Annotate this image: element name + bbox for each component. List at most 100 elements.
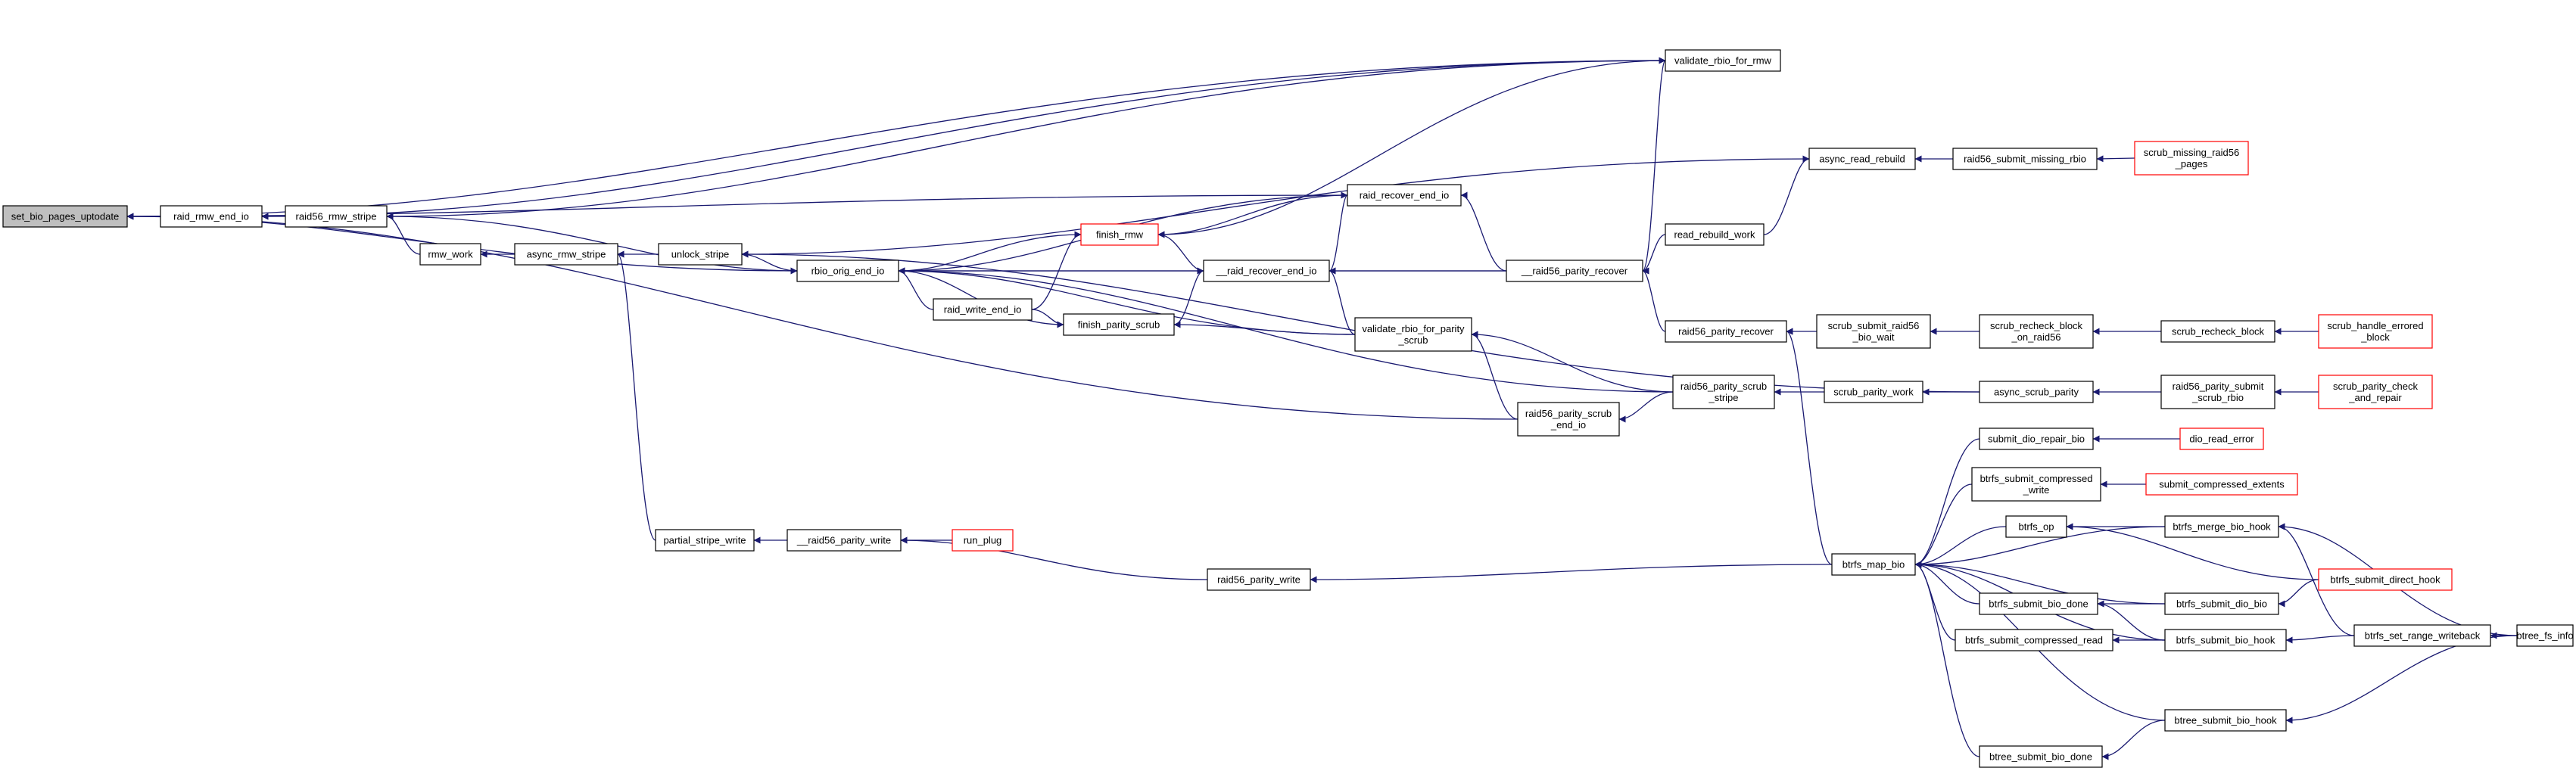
node-read-rebuild-work[interactable]: read_rebuild_work — [1665, 223, 1765, 246]
node-raid56-parity-recover[interactable]: raid56_parity_recover — [1665, 320, 1787, 343]
node-validate-rbio-for-parity-scrub[interactable]: validate_rbio_for_parity_scrub — [1354, 317, 1472, 352]
node-box — [419, 243, 481, 266]
node-box — [160, 205, 263, 228]
node-box — [1665, 320, 1787, 343]
node-submit-dio-repair-bio[interactable]: submit_dio_repair_bio — [1979, 427, 2094, 450]
node-box — [2318, 568, 2453, 591]
node-scrub-missing-raid56-pages[interactable]: scrub_missing_raid56_pages — [2134, 141, 2249, 176]
node-btree-submit-bio-hook[interactable]: btree_submit_bio_hook — [2164, 709, 2287, 732]
node-box — [285, 205, 388, 228]
node-validate-rbio-for-rmw[interactable]: validate_rbio_for_rmw — [1665, 49, 1781, 72]
node-btrfs-submit-dio-bio[interactable]: btrfs_submit_dio_bio — [2164, 592, 2279, 615]
node-btrfs-set-range-writeback[interactable]: btrfs_set_range_writeback — [2353, 624, 2491, 647]
edge — [1173, 321, 1356, 335]
node-label: set_bio_pages_uptodate — [11, 211, 119, 222]
edge — [1763, 155, 1810, 235]
node-label: raid56_parity_scrub — [1680, 381, 1767, 392]
node-rbio-orig-end-io[interactable]: rbio_orig_end_io — [796, 260, 899, 282]
node-raid56-parity-recover[interactable]: __raid56_parity_recover — [1506, 260, 1643, 282]
edge — [1310, 564, 1833, 583]
node-box — [2160, 375, 2275, 409]
node-raid-write-end-io[interactable]: raid_write_end_io — [933, 298, 1033, 321]
node-label: raid56_parity_recover — [1678, 326, 1774, 337]
node-btrfs-submit-bio-done[interactable]: btrfs_submit_bio_done — [1979, 592, 2098, 615]
node-scrub-submit-raid56-bio-wait[interactable]: scrub_submit_raid56_bio_wait — [1816, 314, 1931, 349]
node-label: raid56_submit_missing_rbio — [1964, 154, 2086, 165]
node-btrfs-submit-direct-hook[interactable]: btrfs_submit_direct_hook — [2318, 568, 2453, 591]
node-finish-parity-scrub[interactable]: finish_parity_scrub — [1063, 313, 1175, 336]
node-label: scrub_recheck_block — [1990, 320, 2083, 331]
node-scrub-parity-work[interactable]: scrub_parity_work — [1824, 381, 1923, 403]
node-box — [1672, 375, 1775, 409]
node-run-plug[interactable]: run_plug — [952, 529, 1014, 552]
node-label: _write — [2023, 484, 2050, 496]
node-raid56-parity-write[interactable]: __raid56_parity_write — [787, 529, 902, 552]
node-raid56-parity-write[interactable]: raid56_parity_write — [1207, 568, 1311, 591]
node-label: _block — [2360, 331, 2390, 343]
node-raid56-submit-missing-rbio[interactable]: raid56_submit_missing_rbio — [1952, 148, 2098, 170]
node-box — [1203, 260, 1330, 282]
node-label: read_rebuild_work — [1674, 229, 1755, 241]
node-label: raid56_parity_scrub — [1525, 408, 1612, 419]
edge-line — [1914, 526, 2007, 568]
edge — [2097, 600, 2166, 641]
node-btrfs-submit-bio-hook[interactable]: btrfs_submit_bio_hook — [2164, 629, 2287, 651]
node-scrub-recheck-block-on-raid56[interactable]: scrub_recheck_block_on_raid56 — [1979, 314, 2094, 349]
node-raid-recover-end-io[interactable]: __raid_recover_end_io — [1203, 260, 1330, 282]
edge — [2096, 155, 2135, 163]
node-btrfs-merge-bio-hook[interactable]: btrfs_merge_bio_hook — [2164, 515, 2279, 538]
node-async-rmw-stripe[interactable]: async_rmw_stripe — [514, 243, 618, 266]
node-label: _and_repair — [2348, 392, 2402, 403]
node-async-read-rebuild[interactable]: async_read_rebuild — [1808, 148, 1916, 170]
node-set-bio-pages-uptodate[interactable]: set_bio_pages_uptodate — [2, 205, 128, 228]
node-raid56-parity-submit-scrub-rbio[interactable]: raid56_parity_submit_scrub_rbio — [2160, 375, 2275, 409]
edge-line — [1914, 438, 1980, 568]
edge — [900, 536, 1208, 580]
node-raid56-rmw-stripe[interactable]: raid56_rmw_stripe — [285, 205, 388, 228]
node-raid-recover-end-io[interactable]: raid_recover_end_io — [1347, 184, 1462, 207]
node-finish-rmw[interactable]: finish_rmw — [1080, 223, 1159, 246]
node-raid-rmw-end-io[interactable]: raid_rmw_end_io — [160, 205, 263, 228]
node-box — [1665, 49, 1781, 72]
node-btree-fs-info[interactable]: btree_fs_info — [2516, 624, 2574, 647]
node-box — [1347, 184, 1462, 207]
node-scrub-handle-errored-block[interactable]: scrub_handle_errored_block — [2318, 314, 2433, 349]
node-btrfs-submit-compressed-write[interactable]: btrfs_submit_compressed_write — [1971, 467, 2101, 502]
node-btrfs-submit-compressed-read[interactable]: btrfs_submit_compressed_read — [1955, 629, 2113, 651]
edge-line — [1031, 231, 1082, 310]
node-raid56-parity-scrub-end-io[interactable]: raid56_parity_scrub_end_io — [1517, 402, 1620, 437]
edge-line — [2278, 579, 2319, 608]
node-btrfs-op[interactable]: btrfs_op — [2005, 515, 2067, 538]
node-partial-stripe-write[interactable]: partial_stripe_write — [655, 529, 755, 552]
node-box — [1517, 402, 1620, 437]
edge-line — [1471, 331, 1674, 393]
edge-line — [2096, 155, 2135, 163]
edge — [1642, 267, 1666, 332]
node-rmw-work[interactable]: rmw_work — [419, 243, 481, 266]
node-dio-read-error[interactable]: dio_read_error — [2179, 427, 2264, 450]
edge — [1157, 234, 1204, 275]
node-label: btree_submit_bio_hook — [2174, 715, 2277, 726]
edge-line — [1786, 328, 1833, 565]
edge-line — [1031, 309, 1064, 328]
node-scrub-recheck-block[interactable]: scrub_recheck_block — [2160, 320, 2275, 343]
node-scrub-parity-check-and-repair[interactable]: scrub_parity_check_and_repair — [2318, 375, 2433, 409]
edge-line — [1157, 234, 1204, 275]
node-async-scrub-parity[interactable]: async_scrub_parity — [1979, 381, 2094, 403]
edge-line — [1173, 321, 1356, 335]
edge — [1914, 561, 1980, 757]
edge-line — [898, 267, 1674, 393]
node-submit-compressed-extents[interactable]: submit_compressed_extents — [2145, 473, 2298, 496]
node-btrfs-map-bio[interactable]: btrfs_map_bio — [1831, 553, 1916, 576]
node-box — [658, 243, 743, 266]
edge-line — [1914, 561, 1980, 757]
node-btree-submit-bio-done[interactable]: btree_submit_bio_done — [1979, 745, 2103, 768]
edge-line — [741, 250, 798, 272]
node-unlock-stripe[interactable]: unlock_stripe — [658, 243, 743, 266]
edge — [2278, 579, 2319, 608]
edge — [1914, 526, 2007, 568]
edge-line — [898, 267, 1064, 325]
node-raid56-parity-scrub-stripe[interactable]: raid56_parity_scrub_stripe — [1672, 375, 1775, 409]
